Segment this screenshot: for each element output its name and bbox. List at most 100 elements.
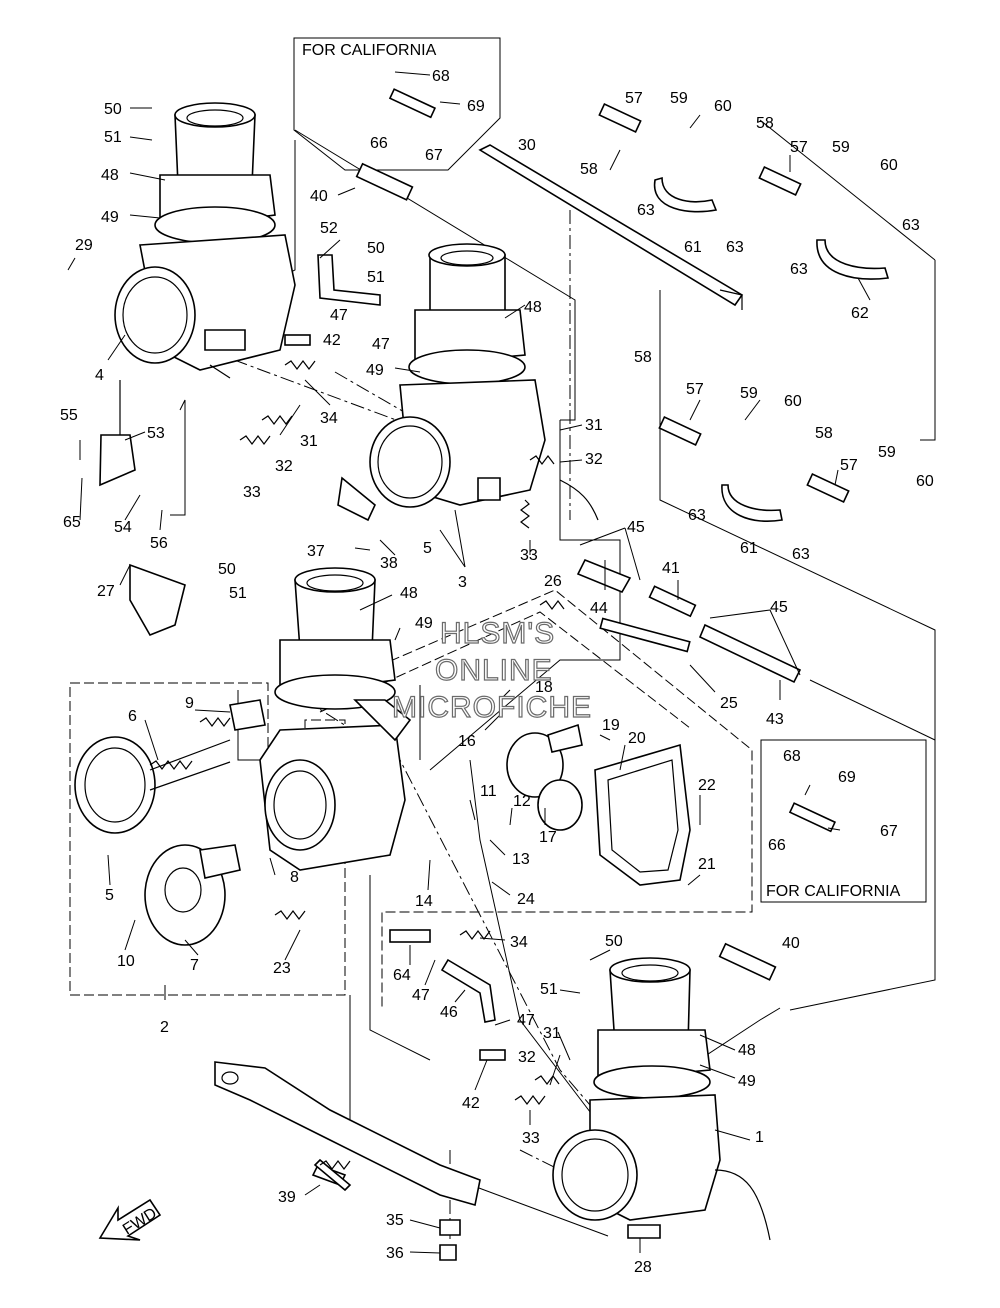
leader-lines	[67, 71, 871, 1254]
part-label: 44	[590, 600, 608, 617]
part-label: 47	[372, 336, 390, 353]
part-label: 63	[902, 217, 920, 234]
part-label: 47	[412, 987, 430, 1004]
part-label: 57	[790, 139, 808, 156]
carburetor-1	[552, 957, 771, 1241]
part-label: 51	[229, 585, 247, 602]
part-label: 59	[832, 139, 850, 156]
part-label: 2	[160, 1019, 169, 1036]
part-label: 31	[543, 1025, 561, 1042]
part-label: 42	[462, 1095, 480, 1112]
part-label: 69	[467, 98, 485, 115]
part-label: 19	[602, 717, 620, 734]
part-label: 63	[726, 239, 744, 256]
part-label: 66	[370, 135, 388, 152]
part-label: 33	[522, 1130, 540, 1147]
hose-52	[317, 254, 381, 306]
part-label: 6	[128, 708, 137, 725]
part-label: 41	[662, 560, 680, 577]
part-label: 32	[275, 458, 293, 475]
part-label: 38	[380, 555, 398, 572]
fuel-rail	[478, 144, 744, 310]
part-label: 5	[423, 540, 432, 557]
part-label: 51	[104, 129, 122, 146]
part-label: 60	[880, 157, 898, 174]
part-label: 60	[784, 393, 802, 410]
part-label: 11	[480, 783, 497, 800]
part-labels: 1 2 3 4 5 5 6 7 8 9 10 11 12 13 14 16 17…	[60, 68, 934, 1276]
california-box-top: FOR CALIFORNIA	[293, 37, 501, 171]
part-label: 46	[440, 1004, 458, 1021]
part-label: 67	[425, 147, 443, 164]
part-label: 33	[243, 484, 261, 501]
float-chamber	[506, 723, 691, 886]
part-label: 49	[738, 1073, 756, 1090]
part-label: 45	[627, 519, 645, 536]
watermark-line-2: ONLINE	[435, 654, 553, 687]
part-label: 59	[670, 90, 688, 107]
part-label: 18	[535, 679, 553, 696]
part-label: 48	[101, 167, 119, 184]
part-label: 52	[320, 220, 338, 237]
part-label: 57	[840, 457, 858, 474]
part-label: 45	[770, 599, 788, 616]
part-label: 69	[838, 769, 856, 786]
part-label: 34	[320, 410, 338, 427]
part-label: 50	[218, 561, 236, 578]
part-label: 32	[518, 1049, 536, 1066]
part-label: 9	[185, 695, 194, 712]
part-label: 48	[400, 585, 418, 602]
part-label: 63	[790, 261, 808, 278]
part-label: 14	[415, 893, 433, 910]
part-label: 64	[393, 967, 411, 984]
part-label: 60	[916, 473, 934, 490]
part-label: 3	[458, 574, 467, 591]
part-label: 62	[851, 305, 869, 322]
carburetor-4	[114, 102, 296, 379]
part-label: 58	[580, 161, 598, 178]
part-label: 57	[686, 381, 704, 398]
part-label: 63	[688, 507, 706, 524]
part-label: 51	[367, 269, 385, 286]
part-label: 59	[878, 444, 896, 461]
part-label: 55	[60, 407, 78, 424]
part-label: 28	[634, 1259, 652, 1276]
part-label: 4	[95, 367, 104, 384]
part-label: 63	[792, 546, 810, 563]
part-label: 25	[720, 695, 738, 712]
part-label: 54	[114, 519, 132, 536]
california-box-right: FOR CALIFORNIA	[760, 739, 927, 903]
part-label: 50	[367, 240, 385, 257]
california-box-top-title: FOR CALIFORNIA	[302, 42, 437, 59]
part-label: 34	[510, 934, 528, 951]
hose-62	[816, 239, 890, 280]
part-label: 58	[815, 425, 833, 442]
part-label: 36	[386, 1245, 404, 1262]
part-label: 37	[307, 543, 325, 560]
part-label: 60	[714, 98, 732, 115]
part-label: 8	[290, 869, 299, 886]
carburetor-lower-middle	[259, 567, 412, 871]
diaphragm-cover-6	[74, 699, 266, 834]
watermark-line-1: HLSM'S	[440, 617, 555, 650]
part-label: 49	[366, 362, 384, 379]
part-label: 31	[585, 417, 603, 434]
part-label: 57	[625, 90, 643, 107]
springs	[149, 360, 565, 1170]
part-label: 56	[150, 535, 168, 552]
part-label: 43	[766, 711, 784, 728]
hose-61-top	[653, 176, 718, 213]
part-label: 47	[517, 1012, 535, 1029]
part-label: 51	[540, 981, 558, 998]
part-label: 68	[432, 68, 450, 85]
part-label: 17	[539, 829, 557, 846]
watermark-line-3: MICROFICHE	[392, 691, 592, 724]
part-label: 40	[310, 188, 328, 205]
part-label: 20	[628, 730, 646, 747]
part-label: 12	[513, 793, 531, 810]
part-label: 24	[517, 891, 535, 908]
part-label: 31	[300, 433, 318, 450]
watermark: HLSM'S ONLINE MICROFICHE	[391, 616, 592, 724]
part-label: 48	[524, 299, 542, 316]
